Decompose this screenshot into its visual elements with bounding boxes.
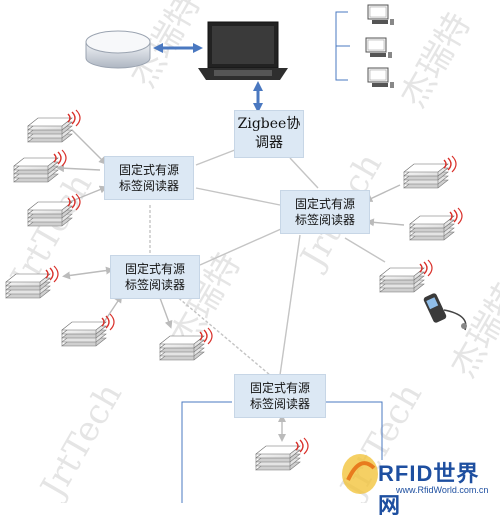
reader-box-2: 固定式有源 标签阅读器 xyxy=(280,190,370,234)
reader-label-line1: 固定式有源 xyxy=(124,261,185,276)
monitor-icon xyxy=(367,4,395,26)
reader-label-line2: 标签阅读器 xyxy=(124,278,185,292)
active-tag-stack-icon xyxy=(409,207,463,241)
zigbee-coordinator: Zigbee协 调器 xyxy=(234,110,304,158)
logo-emblem-icon xyxy=(342,454,378,494)
watermark-cn: 杰瑞特 xyxy=(393,6,479,114)
laptop-icon xyxy=(198,21,288,80)
monitor-icon xyxy=(365,37,393,59)
link-tag xyxy=(71,129,107,165)
link-tag xyxy=(62,266,114,280)
database-icon xyxy=(85,30,151,69)
reader-label-line1: 固定式有源 xyxy=(249,380,310,395)
logo-name: RFID世界网 xyxy=(378,461,480,518)
link-tag xyxy=(364,184,401,202)
watermark-en: JrtTech xyxy=(32,377,130,503)
rfidworld-logo: RFID世界网 www.RfidWorld.com.cn xyxy=(338,450,498,518)
reader-box-1: 固定式有源 标签阅读器 xyxy=(104,156,194,200)
watermark-cn: 杰瑞特 xyxy=(443,276,500,384)
link-tag xyxy=(56,164,101,173)
active-tag-stack-icon xyxy=(27,109,81,143)
logo-url: www.RfidWorld.com.cn xyxy=(396,485,489,495)
reader-label-line2: 标签阅读器 xyxy=(294,213,355,227)
active-tag-stack-icon xyxy=(379,259,433,293)
network-diagram: 杰瑞特 杰瑞特 杰瑞特 杰瑞特 JrtTech JrtTech JrtTech … xyxy=(2,0,500,503)
coordinator-label-line1: Zigbee协 xyxy=(237,116,301,133)
monitor-icon xyxy=(367,67,395,89)
reader-label-line1: 固定式有源 xyxy=(118,162,179,177)
reader-label-line2: 标签阅读器 xyxy=(249,397,310,411)
monitor-bracket xyxy=(335,11,350,81)
network-links xyxy=(149,147,386,376)
active-tag-stack-icon xyxy=(403,155,457,189)
active-tag-stack-icon xyxy=(255,437,309,471)
reader-label-line1: 固定式有源 xyxy=(294,196,355,211)
handheld-reader-icon xyxy=(423,293,467,331)
bottom-link xyxy=(181,401,383,503)
coordinator-label-line2: 调器 xyxy=(255,135,283,151)
reader-box-3: 固定式有源 标签阅读器 xyxy=(110,255,200,299)
link-tag xyxy=(159,297,173,329)
reader-box-4: 固定式有源 标签阅读器 xyxy=(234,374,326,418)
reader-label-line2: 标签阅读器 xyxy=(118,179,179,193)
link-tag xyxy=(366,218,405,227)
